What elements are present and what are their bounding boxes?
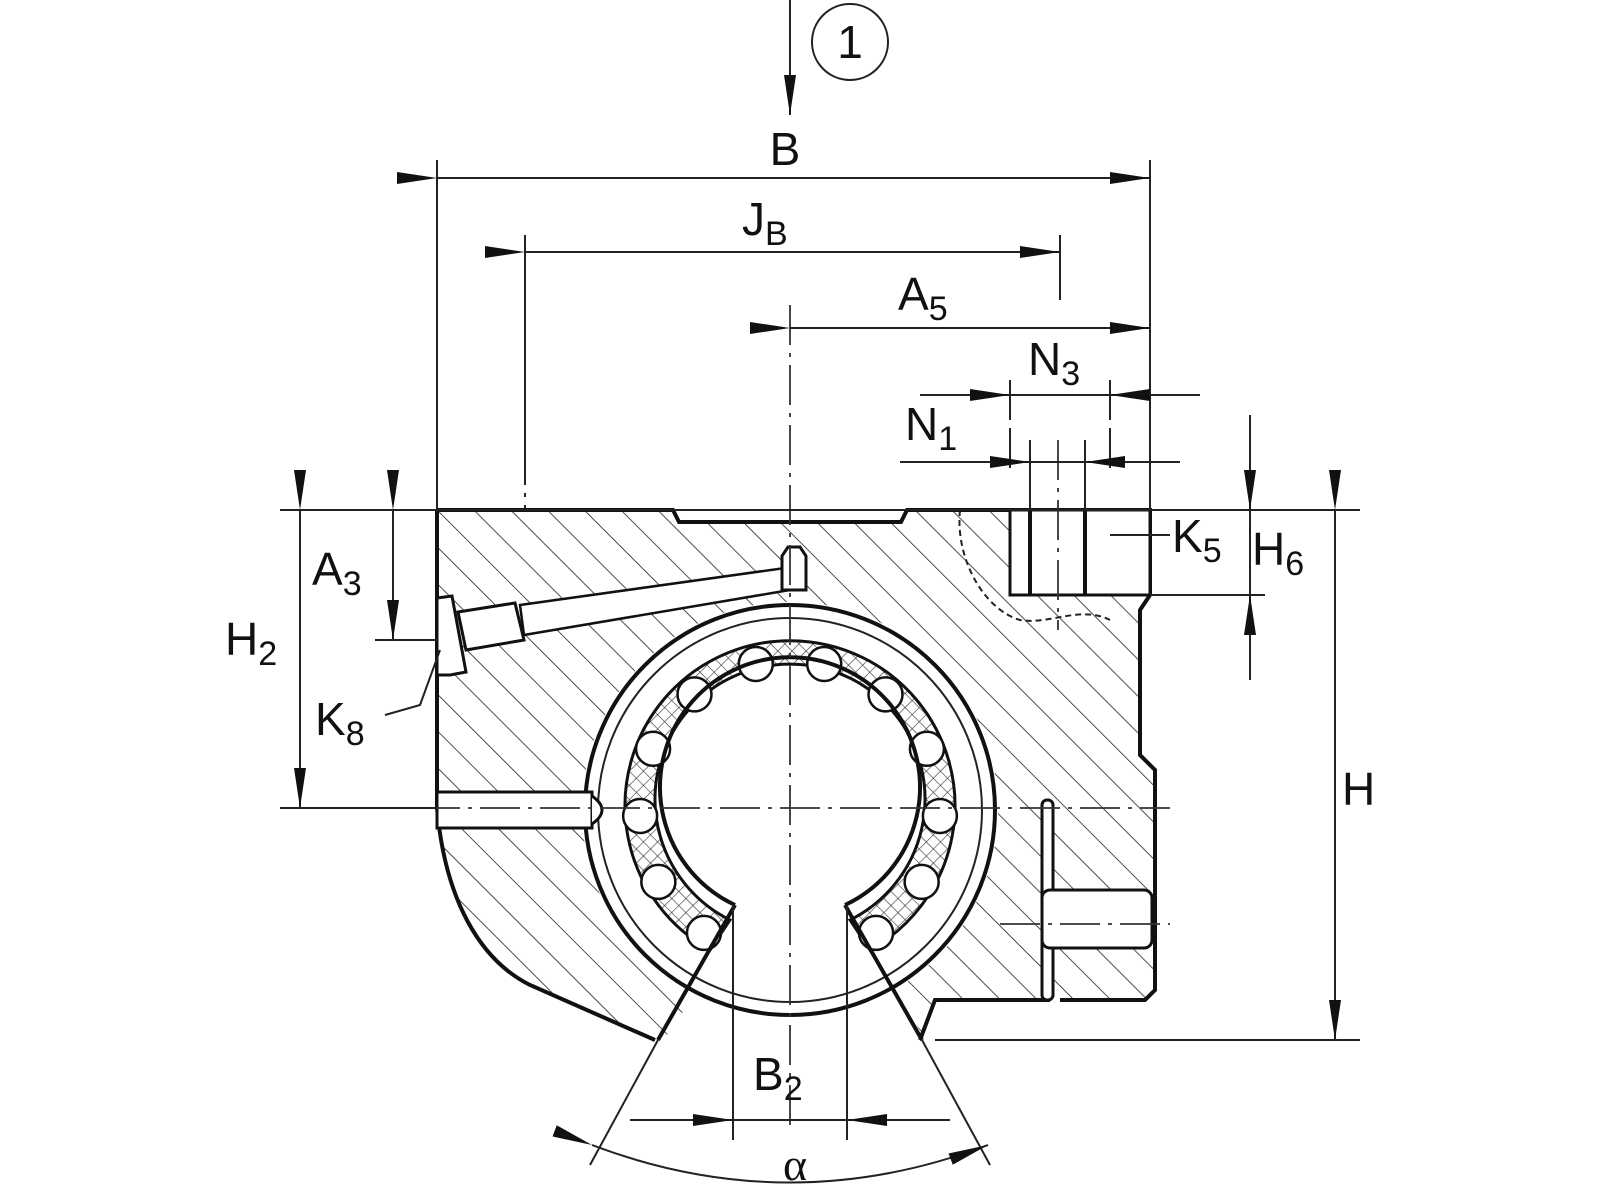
bearing-balls bbox=[621, 645, 959, 952]
counterbore bbox=[958, 508, 1152, 622]
shaft-bore bbox=[656, 655, 924, 1041]
ball bbox=[857, 914, 895, 952]
ball bbox=[640, 863, 677, 901]
label-N3: N3 bbox=[1028, 333, 1080, 393]
dimension-lines bbox=[294, 0, 1341, 1184]
label-B: B bbox=[770, 123, 801, 175]
ball bbox=[685, 914, 723, 952]
ball bbox=[867, 676, 904, 713]
label-K5: K5 bbox=[1172, 510, 1222, 570]
label-alpha: α bbox=[783, 1139, 807, 1190]
label-B2: B2 bbox=[753, 1048, 803, 1108]
label-JB: JB bbox=[742, 193, 788, 253]
ball bbox=[921, 797, 959, 835]
ball bbox=[621, 797, 659, 835]
callout-1: 1 bbox=[811, 3, 889, 81]
ball bbox=[676, 676, 713, 713]
label-H6: H6 bbox=[1252, 523, 1304, 583]
ball bbox=[805, 645, 843, 683]
label-K8: K8 bbox=[315, 693, 365, 753]
lube-nipple bbox=[435, 545, 808, 677]
label-H2: H2 bbox=[225, 613, 277, 673]
set-screw-left bbox=[435, 790, 604, 830]
ball bbox=[737, 645, 775, 683]
adjust-slot bbox=[1040, 798, 1154, 1002]
label-N1: N1 bbox=[905, 398, 957, 458]
housing-section bbox=[437, 510, 1155, 1040]
label-A5: A5 bbox=[898, 268, 948, 328]
label-A3: A3 bbox=[312, 543, 362, 603]
center-lines bbox=[420, 305, 1170, 1130]
ball bbox=[903, 863, 940, 901]
callout-number: 1 bbox=[837, 16, 863, 68]
label-H: H bbox=[1342, 763, 1375, 815]
